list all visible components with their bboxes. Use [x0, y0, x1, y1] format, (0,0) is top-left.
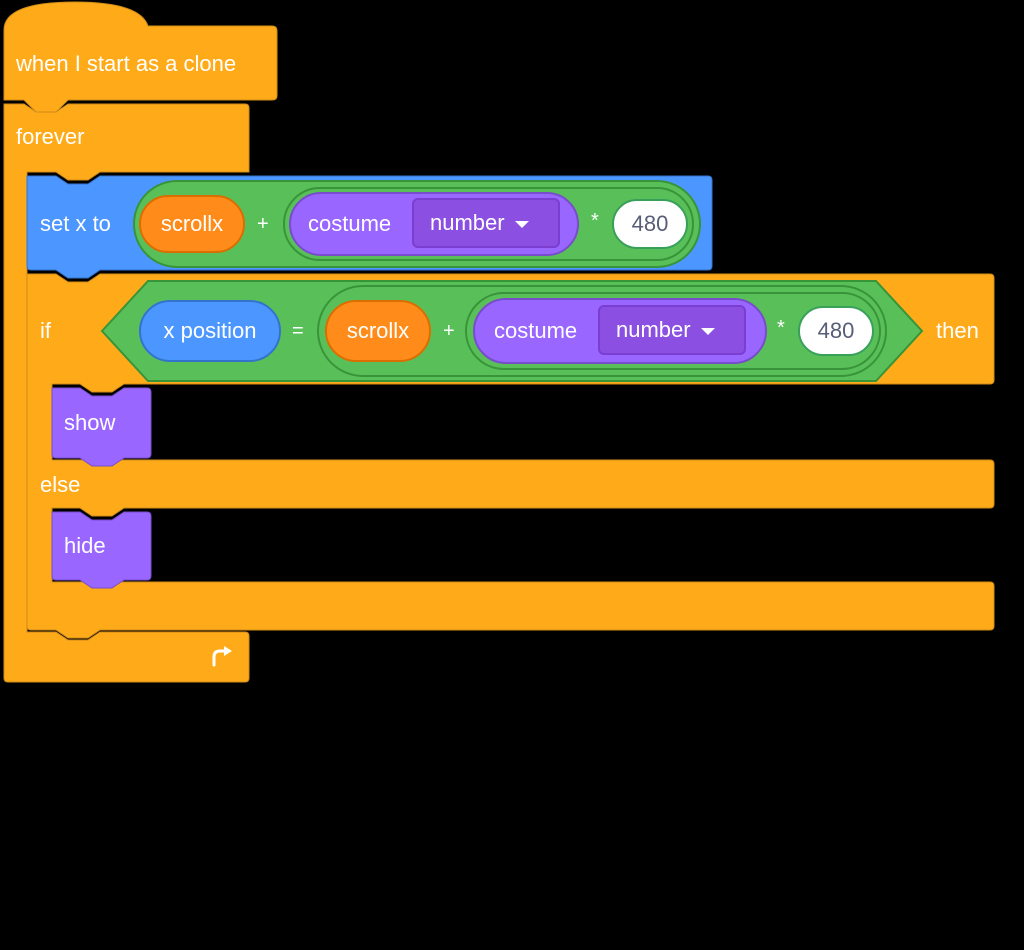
number-input[interactable]: 480 — [798, 306, 874, 356]
costume-label: costume — [308, 211, 392, 236]
show-label: show — [64, 410, 116, 435]
dropdown-caret-icon — [700, 327, 715, 335]
hat-block-shape[interactable] — [3, 1, 278, 113]
multiply-operator-symbol: * — [777, 317, 785, 339]
loop-arrow-icon — [212, 646, 232, 667]
plus-operator-symbol: + — [443, 320, 455, 342]
if-label: if — [40, 318, 51, 343]
costume-option-value: number — [430, 210, 505, 235]
costume-label: costume — [494, 318, 578, 343]
show-block-shape[interactable] — [51, 387, 152, 467]
costume-option-dropdown[interactable]: number — [412, 198, 560, 248]
hat-label: when I start as a clone — [16, 51, 237, 76]
number-input[interactable]: 480 — [612, 199, 688, 249]
equals-operator-symbol: = — [292, 320, 304, 342]
forever-label: forever — [16, 124, 85, 149]
costume-option-value: number — [616, 317, 691, 342]
scrollx-variable-reporter[interactable]: scrollx — [139, 195, 245, 253]
set-x-label: set x to — [40, 211, 111, 236]
then-label: then — [936, 318, 979, 343]
dropdown-caret-icon — [514, 220, 529, 228]
multiply-operator-symbol: * — [591, 210, 599, 232]
x-position-reporter[interactable]: x position — [139, 300, 281, 362]
plus-operator-symbol: + — [257, 213, 269, 235]
hide-label: hide — [64, 533, 106, 558]
else-label: else — [40, 472, 81, 497]
hide-block-shape[interactable] — [51, 511, 152, 589]
forever-block-shape[interactable] — [3, 103, 250, 683]
scrollx-variable-reporter[interactable]: scrollx — [325, 300, 431, 362]
costume-option-dropdown[interactable]: number — [598, 305, 746, 355]
